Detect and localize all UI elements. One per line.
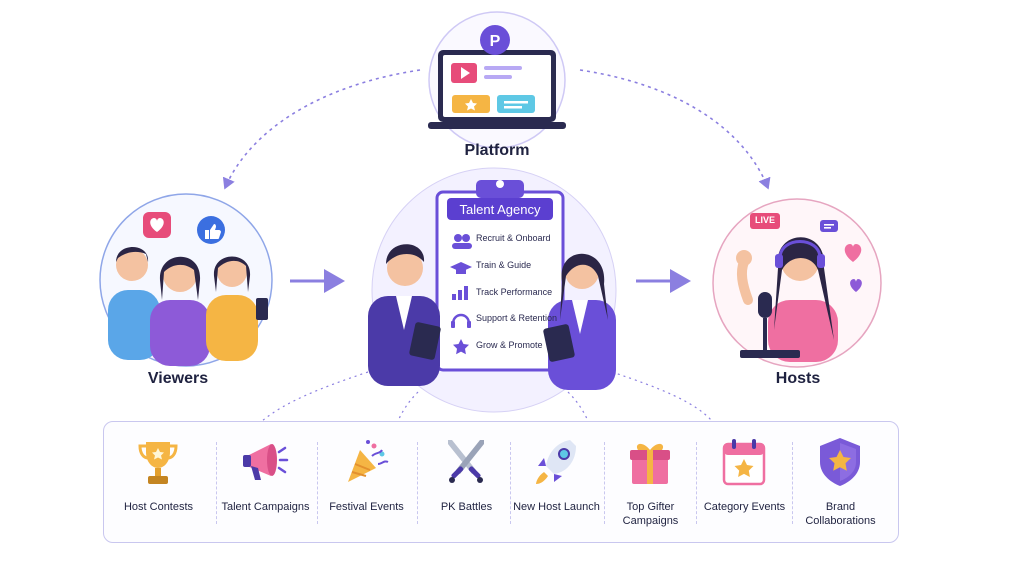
- recruit-icon: [452, 234, 472, 249]
- agency-item-label: Train & Guide: [476, 260, 532, 270]
- star-icon: [453, 339, 469, 355]
- agency-item-train: Train & Guide: [450, 257, 560, 277]
- campaign-pk-battles: PK Battles: [418, 422, 515, 542]
- agency-item-label: Grow & Promote: [476, 340, 543, 350]
- viewers-label: Viewers: [147, 370, 209, 387]
- campaign-label: New Host Launch: [513, 501, 600, 513]
- bar-chart-icon: [452, 286, 468, 300]
- svg-text:P: P: [490, 33, 501, 50]
- agency-item-label: Recruit & Onboard: [476, 233, 551, 243]
- agency-board-header: [447, 198, 553, 220]
- thumbs-up-reaction-icon: [197, 216, 225, 244]
- heart-icon: [844, 244, 862, 262]
- platform-to-viewers-arrow: [222, 69, 421, 190]
- campaign-festival-events: Festival Events: [318, 422, 415, 542]
- divider: [417, 442, 418, 524]
- platform-to-hosts-arrow: [579, 69, 771, 190]
- gift-icon: [630, 443, 670, 484]
- campaign-brand-collaborations: Brand Collaborations: [792, 422, 889, 542]
- campaign-label: Category Events: [703, 501, 786, 513]
- megaphone-icon: [243, 444, 289, 480]
- agency-item-label: Track Performance: [476, 287, 553, 297]
- hosts-illustration: [712, 198, 882, 368]
- divider: [510, 442, 511, 524]
- agency-to-panel-line-midright: [567, 391, 589, 422]
- campaign-talent-campaigns: Talent Campaigns: [217, 422, 314, 542]
- divider: [317, 442, 318, 524]
- agency-item-recruit: Recruit & Onboard: [450, 230, 560, 250]
- divider: [216, 442, 217, 524]
- divider: [604, 442, 605, 524]
- agency-illustration: [368, 167, 617, 413]
- campaign-label: Brand Collaborations: [805, 501, 876, 527]
- agency-board-title: Talent Agency: [459, 202, 541, 217]
- campaign-new-host-launch: New Host Launch: [508, 422, 605, 542]
- platform-laptop-icon: P: [428, 11, 566, 149]
- divider: [696, 442, 697, 524]
- divider: [792, 442, 793, 524]
- calendar-star-icon: [722, 439, 766, 486]
- campaign-top-gifter-campaigns: Top Gifter Campaigns: [602, 422, 699, 542]
- agency-to-panel-line-right: [611, 371, 713, 422]
- trophy-icon: [138, 442, 178, 484]
- hosts-label: Hosts: [775, 370, 821, 387]
- shield-star-icon: [820, 438, 860, 486]
- platform-label: Platform: [464, 142, 530, 159]
- agency-item-support: Support & Retention: [450, 310, 560, 330]
- agency-item-grow: Grow & Promote: [450, 337, 560, 357]
- campaign-label: Festival Events: [329, 501, 404, 513]
- agency-to-panel-line-left: [261, 371, 369, 422]
- chat-bubble-icon: [820, 220, 838, 232]
- agency-item-track: Track Performance: [450, 284, 560, 304]
- crossed-swords-icon: [448, 440, 484, 483]
- heart-reaction-icon: [143, 212, 171, 238]
- headset-icon: [451, 313, 471, 328]
- agency-item-label: Support & Retention: [476, 313, 558, 323]
- campaign-label: PK Battles: [440, 501, 493, 513]
- viewers-illustration: [99, 193, 273, 367]
- campaign-label: Talent Campaigns: [221, 501, 310, 513]
- campaign-category-events: Category Events: [696, 422, 793, 542]
- live-badge: [750, 213, 780, 229]
- heart-small-icon: [850, 279, 862, 292]
- campaigns-panel: Host Contests Talent Campaigns: [103, 421, 899, 543]
- graduation-cap-icon: [450, 262, 472, 274]
- campaign-host-contests: Host Contests: [110, 422, 207, 542]
- campaign-label: Host Contests: [123, 501, 194, 513]
- party-popper-icon: [348, 440, 389, 482]
- live-badge-text: LIVE: [754, 215, 775, 225]
- agency-to-panel-line-midleft: [397, 391, 419, 422]
- rocket-icon: [536, 440, 576, 484]
- campaign-label: Top Gifter Campaigns: [622, 501, 679, 527]
